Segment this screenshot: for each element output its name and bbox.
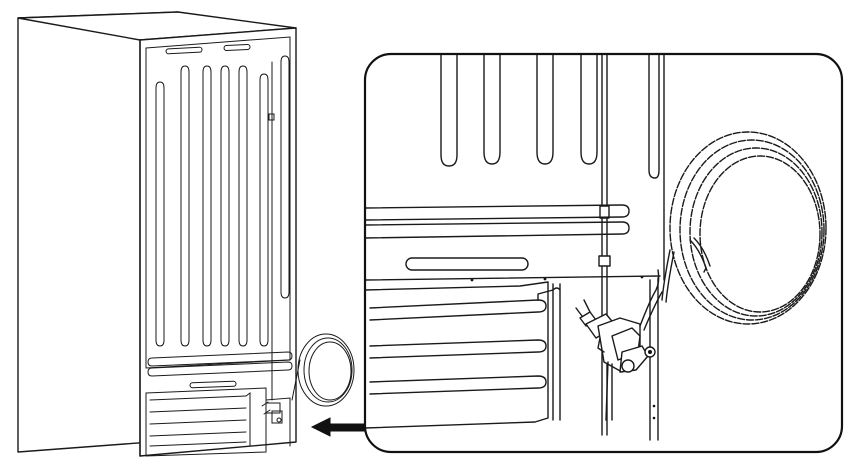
water-line-coil — [661, 131, 827, 325]
fridge-water-coil — [291, 333, 355, 407]
fridge-valve-small — [261, 401, 283, 424]
inset-border — [363, 52, 844, 454]
magnified-detail-inset — [363, 52, 844, 454]
top-slots — [165, 43, 251, 55]
pointer-arrow — [310, 417, 367, 437]
compressor-compartment — [145, 387, 291, 457]
inset-horizontal-tubes — [365, 204, 644, 282]
lower-horizontal-tubes — [147, 351, 293, 389]
inset-panel-edge — [365, 275, 661, 281]
line-clip-upper — [268, 113, 275, 121]
inset-condenser-tubes — [440, 54, 665, 211]
condenser-tubes — [155, 55, 290, 347]
refrigerator-back-view — [17, 11, 355, 457]
inset-compressor-louvers — [365, 281, 561, 429]
water-valve-assembly — [575, 269, 663, 421]
inset-compartment-edge — [649, 209, 665, 441]
